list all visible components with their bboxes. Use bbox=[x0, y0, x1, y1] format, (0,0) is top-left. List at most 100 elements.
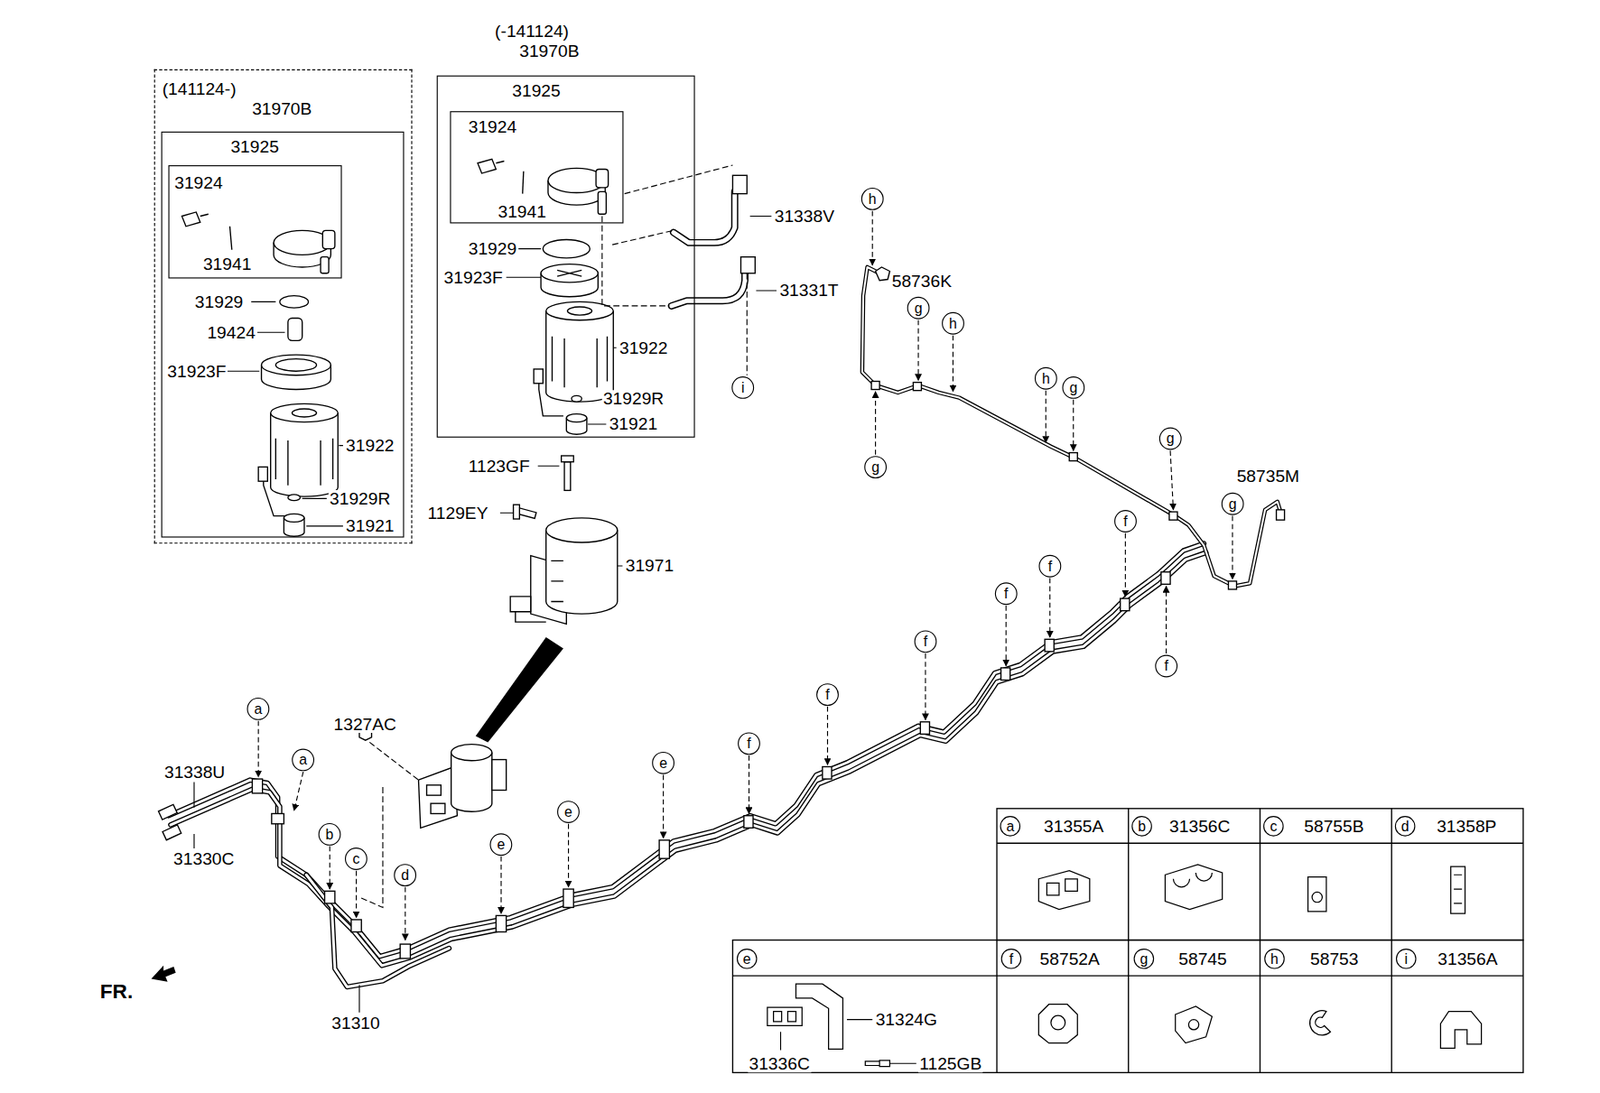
callout-letter: h bbox=[948, 316, 958, 331]
callout-leader bbox=[1005, 605, 1007, 667]
part-number: 31923F bbox=[442, 269, 503, 287]
part-number: 1129EY bbox=[426, 504, 489, 522]
callout-circle: c bbox=[1263, 816, 1284, 838]
fuel-line bbox=[671, 265, 745, 307]
pipe-clip bbox=[1044, 639, 1054, 652]
filter-bracket bbox=[510, 596, 547, 623]
callout-letter: f bbox=[746, 736, 751, 752]
part-number: 31924 bbox=[173, 174, 224, 192]
callout-circle: h bbox=[1264, 948, 1285, 970]
part-number: 31324G bbox=[874, 1011, 939, 1029]
fuel-filter-parts bbox=[595, 169, 609, 188]
fuel-filter-parts bbox=[261, 354, 332, 376]
callout-circle: f bbox=[1114, 510, 1137, 533]
fuel-filter-parts bbox=[200, 213, 209, 216]
callout-circle: g bbox=[1159, 427, 1182, 451]
filter-bracket bbox=[546, 518, 618, 543]
front-marker: FR. bbox=[99, 981, 135, 1003]
fuel-filter-parts bbox=[477, 158, 614, 435]
callout-circle: e bbox=[489, 833, 512, 856]
pipe-clip bbox=[400, 944, 410, 959]
callout-leader bbox=[662, 775, 664, 839]
callout-circle: e bbox=[651, 752, 675, 775]
pipe-clip bbox=[871, 381, 880, 390]
callout-circle: e bbox=[736, 948, 758, 970]
callout-letter: g bbox=[1166, 431, 1175, 447]
callout-letter: h bbox=[1270, 951, 1279, 967]
fuel-filter-parts bbox=[322, 230, 335, 249]
callout-letter: g bbox=[914, 300, 923, 316]
pipe-clip bbox=[351, 920, 362, 933]
callout-circle: c bbox=[344, 847, 368, 871]
parts-table bbox=[996, 809, 1524, 941]
pipe-clip bbox=[162, 825, 182, 841]
callout-leader bbox=[567, 824, 569, 888]
part-number: (-141124) bbox=[493, 22, 570, 40]
part-number: (141124-) bbox=[161, 80, 238, 98]
pipe-clip bbox=[1169, 511, 1178, 521]
callout-letter: f bbox=[923, 634, 928, 650]
callout-circle: g bbox=[864, 455, 887, 479]
callout-leader bbox=[1045, 390, 1047, 444]
callout-circle: f bbox=[1001, 948, 1023, 970]
callout-leader bbox=[827, 706, 828, 765]
filter-assembly bbox=[430, 803, 446, 814]
part-number: 31358P bbox=[1435, 818, 1498, 836]
pipe-clip bbox=[822, 767, 832, 781]
pipe-clip bbox=[920, 722, 930, 735]
part-number: 58755B bbox=[1302, 818, 1366, 836]
callout-letter: i bbox=[741, 380, 745, 395]
clip-icon bbox=[1311, 892, 1322, 903]
clip-icon bbox=[1175, 1006, 1213, 1044]
callout-circle: f bbox=[1038, 555, 1061, 578]
clip-icon bbox=[767, 865, 1482, 1068]
fuel-line bbox=[170, 552, 1207, 967]
callout-leader bbox=[500, 856, 502, 914]
part-number: 31929 bbox=[467, 240, 519, 258]
callout-letter: a bbox=[254, 701, 263, 717]
callout-letter: a bbox=[298, 753, 307, 768]
clip-icon bbox=[1188, 1020, 1199, 1031]
callout-circle: g bbox=[1061, 376, 1085, 400]
pipe-clip bbox=[912, 382, 921, 391]
fuel-filter-parts bbox=[546, 311, 614, 403]
fuel-filter-parts bbox=[270, 413, 339, 498]
zoom-wedge bbox=[475, 637, 564, 743]
pipe-clip bbox=[271, 813, 285, 824]
fuel-filter-parts bbox=[283, 513, 305, 522]
pipe-clip bbox=[1120, 598, 1130, 612]
part-number: 31356C bbox=[1168, 818, 1232, 836]
leader-line bbox=[194, 215, 917, 1064]
callout-circle: f bbox=[1154, 655, 1178, 679]
fuel-line bbox=[862, 267, 1282, 587]
callout-circle: h bbox=[941, 312, 965, 335]
part-number: 31921 bbox=[344, 518, 396, 536]
callout-circle: a bbox=[246, 697, 270, 721]
clip-icon bbox=[795, 984, 843, 1050]
fuel-line bbox=[671, 265, 745, 307]
callout-letter: e bbox=[496, 837, 505, 852]
parts-table bbox=[996, 809, 1524, 941]
clip-icon bbox=[767, 1007, 802, 1026]
callout-leader bbox=[872, 211, 874, 266]
callout-letter: h bbox=[1041, 371, 1051, 386]
part-number: 1123GF bbox=[467, 457, 531, 475]
fuel-filter-parts bbox=[522, 171, 524, 195]
callout-letter: h bbox=[868, 191, 877, 206]
callout-leader bbox=[1165, 586, 1167, 655]
fuel-filter-parts bbox=[270, 403, 339, 422]
pipe-clip bbox=[1161, 572, 1171, 586]
clip-icon bbox=[1172, 873, 1212, 888]
fuel-filter-parts bbox=[542, 239, 590, 258]
callout-letter: f bbox=[1009, 951, 1014, 967]
clip-icon bbox=[1046, 879, 1078, 896]
part-number: 31929 bbox=[194, 293, 245, 311]
filter-assembly bbox=[451, 744, 493, 762]
callout-leader bbox=[952, 335, 954, 392]
fuel-line bbox=[168, 191, 1282, 987]
callout-leader bbox=[1231, 516, 1233, 580]
fuel-filter-parts bbox=[551, 336, 607, 388]
callout-circle: d bbox=[393, 864, 417, 887]
callout-circle: f bbox=[737, 732, 761, 755]
